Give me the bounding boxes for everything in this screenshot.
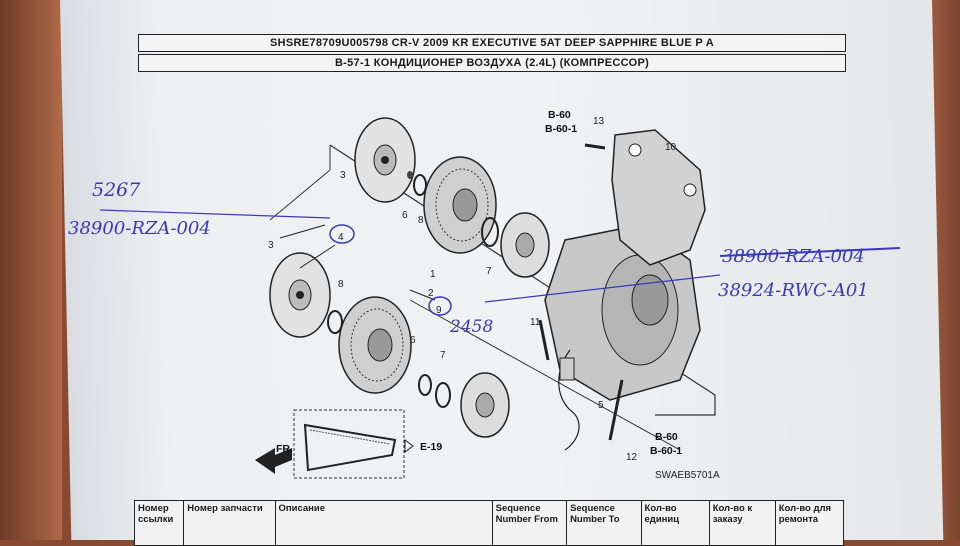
callout-2: 2	[428, 288, 434, 299]
pulley-lower	[338, 296, 412, 394]
col-seq-to: Sequence Number To	[566, 500, 642, 546]
fr-label: FR.	[276, 443, 293, 455]
field-coil-lower	[460, 372, 510, 438]
col-seq-from: Sequence Number From	[491, 500, 568, 546]
parts-table-header-row: Номер ссылки Номер запчасти Описание Seq…	[133, 500, 845, 546]
callout-7a: 7	[486, 266, 492, 277]
clutch-plate-upper	[354, 117, 416, 203]
callout-6b: 6	[410, 335, 416, 346]
col-qty-units: Кол-во единиц	[640, 500, 710, 546]
clutch-plate-lower	[269, 252, 331, 338]
callout-8a: 8	[418, 215, 424, 226]
section-header: B-57-1 КОНДИЦИОНЕР ВОЗДУХА (2.4L) (КОМПР…	[138, 54, 846, 72]
callout-3a: 3	[340, 170, 346, 181]
diagram-code: SWAEB5701A	[655, 470, 720, 481]
callout-3b: 3	[268, 240, 274, 251]
ref-b601-top: B-60-1	[545, 123, 577, 135]
ref-b60-top: B-60	[548, 109, 571, 121]
callout-7b: 7	[440, 350, 446, 361]
mounting-bracket	[611, 129, 706, 266]
callout-1: 1	[430, 269, 436, 280]
col-qty-order: Кол-во к заказу	[708, 500, 776, 546]
callout-10: 10	[665, 142, 677, 153]
ref-b601-bottom: B-60-1	[650, 445, 682, 457]
col-part-number: Номер запчасти	[183, 500, 276, 546]
handwritten-part-crossed: 38900-RZA-004	[722, 246, 865, 267]
handwritten-part-left: 38900-RZA-004	[68, 218, 211, 239]
col-qty-repair: Кол-во для ремонта	[774, 500, 845, 546]
parts-table: Номер ссылки Номер запчасти Описание Seq…	[133, 500, 845, 546]
drive-belt	[293, 409, 405, 479]
col-description: Описание	[274, 500, 493, 546]
callout-6a: 6	[402, 210, 408, 221]
vehicle-header: SHSRE78709U005798 CR-V 2009 KR EXECUTIVE…	[138, 34, 846, 52]
desk-background-left	[0, 0, 62, 540]
callout-9: 9	[436, 305, 442, 316]
pulley-upper	[423, 156, 497, 254]
handwritten-notes: 5267 38900-RZA-004 38900-RZA-004 38924-R…	[68, 179, 901, 337]
ref-b60-bottom: B-60	[655, 431, 678, 443]
col-ref-number: Номер ссылки	[133, 500, 185, 546]
callout-4: 4	[338, 232, 344, 243]
compressor-body	[544, 224, 701, 401]
callout-13: 13	[593, 116, 605, 127]
handwritten-price-center: 2458	[449, 317, 493, 337]
handwritten-part-replacement: 38924-RWC-A01	[718, 280, 869, 301]
ref-e19: E-19	[420, 441, 442, 453]
callout-8b: 8	[338, 279, 344, 290]
handwritten-price-left: 5267	[92, 179, 141, 201]
callout-11: 11	[530, 317, 541, 328]
field-coil-upper	[500, 212, 550, 278]
front-direction-arrow-icon	[255, 448, 292, 474]
callout-5: 5	[598, 400, 604, 411]
callout-12: 12	[626, 452, 638, 463]
